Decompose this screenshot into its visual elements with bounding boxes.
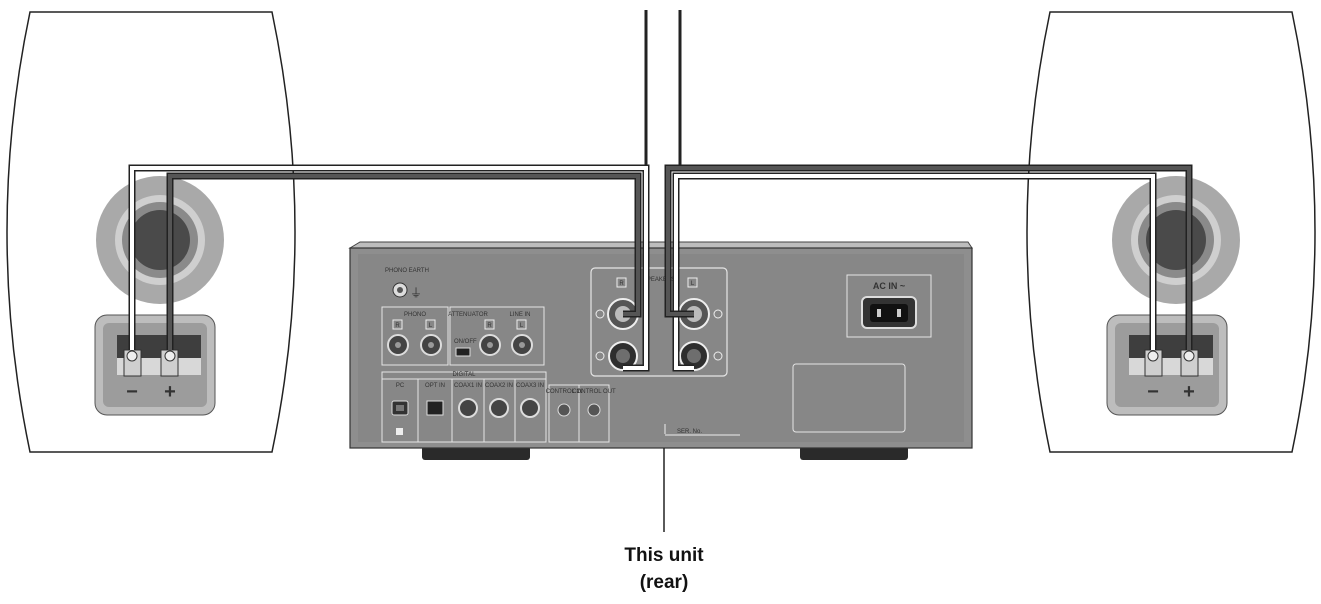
coax1-in-label: COAX1 IN (454, 383, 482, 389)
phono-r-label: R (395, 323, 400, 329)
phono-earth-label: PHONO EARTH (385, 268, 429, 274)
left-speaker-plus-label: + (164, 381, 176, 403)
left-speaker: − + (6, 11, 296, 453)
control-out-label: CONTROL OUT (572, 389, 616, 395)
left-speaker-minus-label: − (126, 381, 138, 403)
caption-line1: This unit (624, 545, 704, 566)
phono-label: PHONO (404, 312, 426, 318)
left-speaker-woofer (96, 176, 224, 304)
speaker-cables (128, 10, 1193, 372)
ground-icon: ⏚ (410, 286, 422, 300)
optical-port (426, 400, 444, 416)
line-in-label: LINE IN (509, 312, 530, 318)
ser-no-label: SER. No. (677, 429, 702, 435)
speakers-l-label: L (691, 281, 695, 287)
unit-foot-right (800, 446, 908, 460)
ac-in-label: AC IN ~ (873, 281, 905, 291)
ac-in-block (846, 274, 932, 338)
speaker-terminal-block (590, 267, 728, 377)
digital-block (381, 371, 547, 443)
label-plate (792, 363, 906, 433)
coax3-jack (520, 398, 540, 418)
digital-label: DIGITAL (453, 372, 477, 378)
attenuator-switch-label: ON/OFF (454, 339, 477, 345)
attenuator-label: ATTENUATOR (448, 312, 488, 318)
opt-in-label: OPT IN (425, 383, 445, 389)
right-speaker-terminal-plate (1106, 314, 1228, 416)
line-in-l-label: L (520, 323, 524, 329)
right-speaker: − + (1026, 11, 1316, 453)
speakers-title-label: SPEAKERS (643, 277, 675, 283)
speakers-r-label: R (619, 281, 624, 287)
right-speaker-plus-label: + (1183, 381, 1195, 403)
control-in-label: CONTROL IN (546, 389, 583, 395)
coax1-jack (458, 398, 478, 418)
line-in-r-label: R (487, 323, 492, 329)
caption-line2: (rear) (640, 572, 689, 593)
pc-label: PC (396, 383, 405, 389)
control-in-jack (557, 403, 571, 417)
control-out-jack (587, 403, 601, 417)
unit-terminal-l-minus (679, 341, 709, 371)
coax2-in-label: COAX2 IN (485, 383, 513, 389)
line-in-block (449, 306, 545, 366)
phono-block (381, 306, 449, 366)
unit-rear: PHONO EARTH ⏚ PHONO R L ATTENUATOR LINE … (348, 241, 973, 460)
unit-foot-left (422, 446, 530, 460)
attenuator-switch (455, 347, 471, 357)
unit-terminal-r-minus (608, 341, 638, 371)
right-speaker-woofer (1112, 176, 1240, 304)
coax3-in-label: COAX3 IN (516, 383, 544, 389)
phono-l-label: L (429, 323, 433, 329)
left-speaker-terminal-plate (94, 314, 216, 416)
coax2-jack (489, 398, 509, 418)
right-speaker-minus-label: − (1147, 381, 1159, 403)
